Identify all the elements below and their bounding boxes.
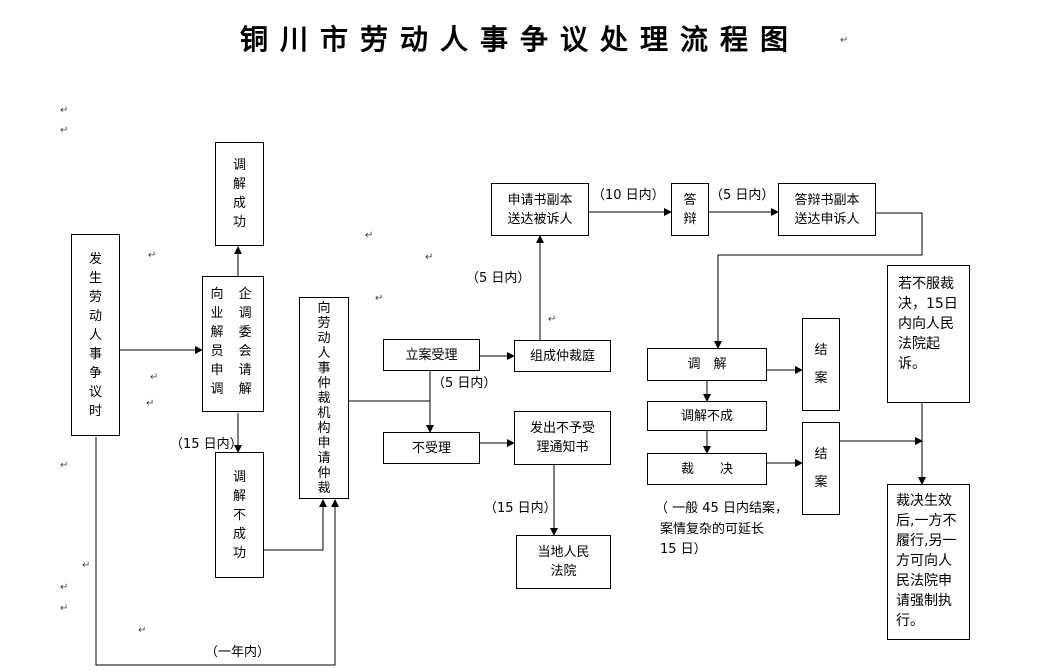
paragraph-mark-icon: ↵ bbox=[60, 582, 69, 593]
enforce-box: 裁决生效后,一方不履行,另一方可向人民法院申请强制执行。 bbox=[887, 484, 970, 640]
form-tribunal-box: 组成仲裁庭 bbox=[514, 340, 611, 372]
mediation-success-text: 调解成功 bbox=[232, 158, 246, 230]
issue-notice-line-2: 理通知书 bbox=[536, 440, 589, 455]
enterprise-mediation-box: 向业解员申调 企调委会请解 bbox=[202, 276, 264, 412]
paragraph-mark-icon: ↵ bbox=[840, 35, 849, 46]
paragraph-mark-icon: ↵ bbox=[138, 625, 147, 636]
appeal-text: 若不服裁决，15日内向人民法院起诉。 bbox=[898, 276, 958, 372]
mediate-box: 调 解 bbox=[647, 348, 767, 381]
defense-text: 答辩 bbox=[683, 192, 697, 227]
paragraph-mark-icon: ↵ bbox=[375, 293, 384, 304]
paragraph-mark-icon: ↵ bbox=[60, 460, 69, 471]
label-5-days-a: （5 日内） bbox=[432, 376, 497, 391]
award-box: 裁 决 bbox=[647, 453, 767, 485]
close-case-box-1: 结案 bbox=[802, 318, 840, 411]
paragraph-mark-icon: ↵ bbox=[82, 560, 91, 571]
apply-arbitration-text: 向劳动人事仲裁机构申请仲裁 bbox=[317, 300, 331, 496]
close-case-box-2: 结案 bbox=[802, 422, 840, 515]
note-line-3: 15 日） bbox=[660, 542, 707, 557]
local-court-box: 当地人民 法院 bbox=[516, 535, 611, 589]
defense-copy-line-2: 送达申诉人 bbox=[794, 211, 860, 227]
paragraph-mark-icon: ↵ bbox=[425, 252, 434, 263]
paragraph-mark-icon: ↵ bbox=[60, 125, 69, 136]
local-court-line-1: 当地人民 bbox=[537, 545, 590, 560]
not-accept-text: 不受理 bbox=[411, 440, 451, 456]
mediate-fail-text: 调解不成 bbox=[680, 408, 733, 424]
enforce-text: 裁决生效后,一方不履行,另一方可向人民法院申请强制执行。 bbox=[896, 493, 957, 629]
mediate-fail-box: 调解不成 bbox=[647, 401, 767, 431]
mediation-fail-text: 调解不成功 bbox=[232, 469, 246, 561]
close-case-text-1: 结案 bbox=[814, 342, 828, 386]
note-line-1: （ 一般 45 日内结案， bbox=[655, 501, 788, 516]
appeal-box: 若不服裁决，15日内向人民法院起诉。 bbox=[887, 265, 970, 403]
label-10-days: （10 日内） bbox=[592, 188, 665, 203]
defense-copy-line-1: 答辩书副本 bbox=[794, 192, 860, 208]
paragraph-mark-icon: ↵ bbox=[60, 603, 69, 614]
paragraph-mark-icon: ↵ bbox=[148, 250, 157, 261]
issue-notice-box: 发出不予受 理通知书 bbox=[514, 411, 611, 465]
serve-copy-line-1: 申请书副本 bbox=[507, 192, 573, 208]
enterprise-mediation-text-right: 企调委会请解 bbox=[238, 287, 252, 397]
paragraph-mark-icon: ↵ bbox=[146, 398, 155, 409]
serve-copy-box: 申请书副本 送达被诉人 bbox=[491, 183, 589, 236]
issue-notice-line-1: 发出不予受 bbox=[529, 421, 595, 436]
paragraph-mark-icon: ↵ bbox=[548, 314, 557, 325]
paragraph-mark-icon: ↵ bbox=[365, 230, 374, 241]
enterprise-mediation-text-left: 向业解员申调 bbox=[210, 287, 224, 397]
dispute-text: 发生劳动人事争议时 bbox=[88, 251, 102, 419]
paragraph-mark-icon: ↵ bbox=[60, 105, 69, 116]
mediation-success-box: 调解成功 bbox=[215, 142, 264, 246]
defense-copy-box: 答辩书副本 送达申诉人 bbox=[778, 183, 876, 236]
label-15-days-b: （15 日内） bbox=[484, 501, 557, 516]
defense-box: 答辩 bbox=[671, 183, 709, 236]
serve-copy-line-2: 送达被诉人 bbox=[507, 211, 573, 227]
accept-case-box: 立案受理 bbox=[383, 339, 480, 371]
close-case-text-2: 结案 bbox=[814, 446, 828, 490]
page-title: 铜川市劳动人事争议处理流程图 bbox=[239, 23, 800, 56]
not-accept-box: 不受理 bbox=[383, 432, 480, 464]
apply-arbitration-box: 向劳动人事仲裁机构申请仲裁 bbox=[299, 297, 349, 499]
award-text: 裁 决 bbox=[680, 461, 733, 477]
note-line-2: 案情复杂的可延长 bbox=[660, 522, 765, 537]
mediation-fail-box: 调解不成功 bbox=[215, 452, 264, 578]
accept-case-text: 立案受理 bbox=[405, 347, 458, 363]
label-5-days-b: （5 日内） bbox=[466, 271, 531, 286]
label-15-days-a: （15 日内） bbox=[170, 437, 243, 452]
dispute-box: 发生劳动人事争议时 bbox=[71, 234, 120, 436]
local-court-line-2: 法院 bbox=[550, 564, 577, 579]
form-tribunal-text: 组成仲裁庭 bbox=[529, 348, 595, 364]
label-5-days-c: （5 日内） bbox=[710, 188, 775, 203]
paragraph-mark-icon: ↵ bbox=[150, 372, 159, 383]
mediate-text: 调 解 bbox=[687, 357, 727, 372]
label-one-year: （一年内） bbox=[205, 645, 271, 660]
